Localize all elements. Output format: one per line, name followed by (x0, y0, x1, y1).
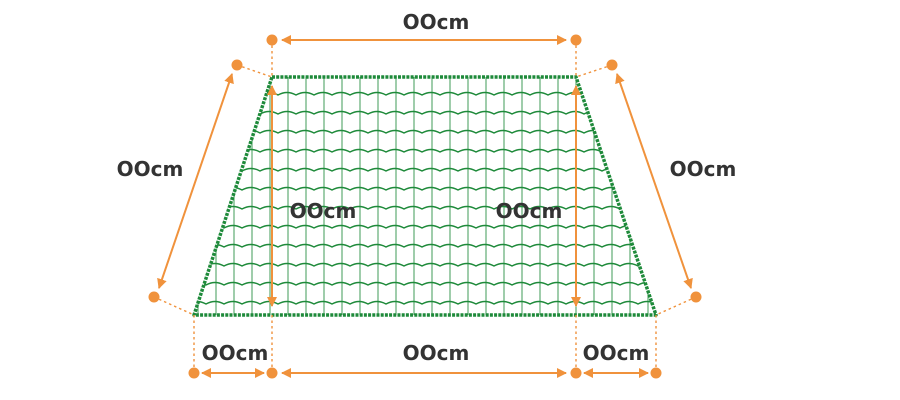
mesh-horizontal-strand (194, 224, 656, 229)
dimension-arrows (157, 35, 693, 378)
right-slant-label: OOcm (670, 157, 737, 181)
guide-lines (153, 40, 697, 373)
bottom-right-offset-label: OOcm (583, 341, 650, 365)
left-slant-arrow (157, 73, 234, 289)
bottom-left-offset-label: OOcm (202, 341, 269, 365)
endpoint-dots (148, 34, 702, 379)
mesh-horizontal-strand (194, 205, 656, 210)
mesh-horizontal-strand (194, 281, 656, 286)
mesh-horizontal-strand (194, 167, 656, 172)
right-slant-arrow (615, 73, 693, 289)
mesh-horizontal-strand (194, 186, 656, 191)
top-width-label: OOcm (403, 10, 470, 34)
mesh-horizontal-strand (194, 262, 656, 267)
mesh-horizontal-strand (194, 300, 656, 305)
left-slant-label: OOcm (117, 157, 184, 181)
left-inner-height-label: OOcm (290, 199, 357, 223)
right-inner-height-label: OOcm (496, 199, 563, 223)
mesh-horizontal-strand (194, 243, 656, 248)
net-panel (192, 75, 658, 317)
bottom-middle-label: OOcm (403, 341, 470, 365)
